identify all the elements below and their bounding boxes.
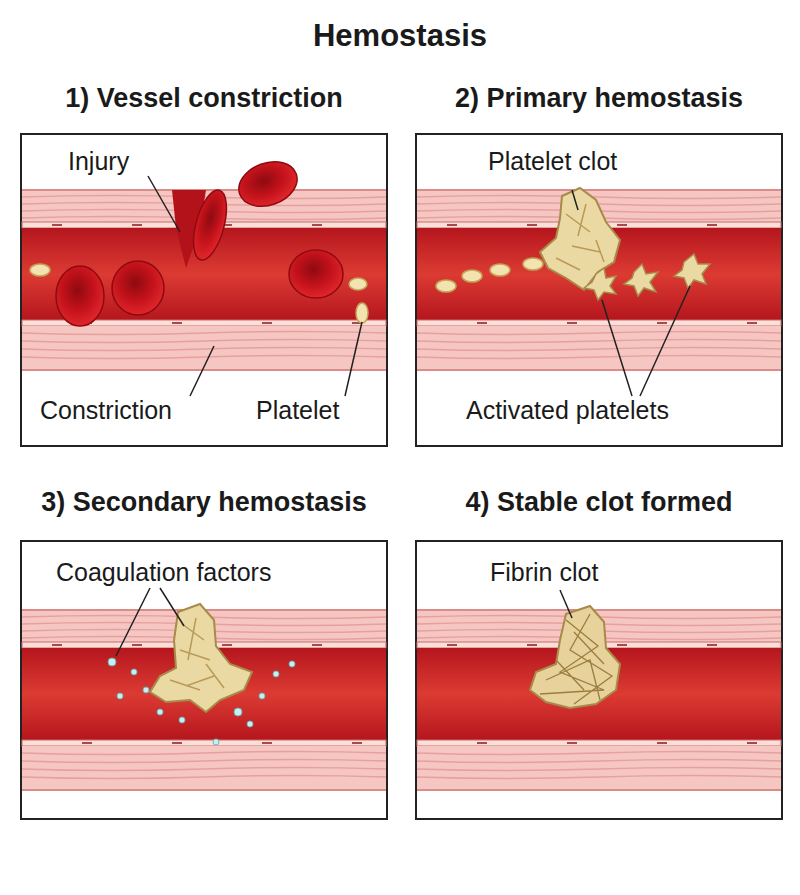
red-blood-cell	[187, 187, 233, 264]
blood-vessel	[22, 610, 386, 790]
platelet	[462, 270, 482, 282]
diagram-title: Hemostasis	[0, 16, 800, 56]
panel: 4) Stable clot formed	[415, 484, 783, 820]
activated-platelet	[674, 254, 710, 288]
panel-heading: 4) Stable clot formed	[395, 484, 800, 520]
platelet	[523, 258, 543, 270]
platelet	[30, 264, 50, 276]
platelet	[436, 280, 456, 292]
panel: 3) Secondary hemostasis	[20, 484, 388, 820]
panel-frame	[20, 540, 388, 820]
panel: 2) Primary hemostasis	[415, 80, 783, 447]
activated-platelet	[624, 264, 658, 296]
blood-vessel	[417, 190, 781, 370]
vessel-panel-4	[417, 590, 781, 790]
leader-line	[148, 176, 362, 396]
vessel-panel-2	[417, 188, 781, 396]
panel-frame	[20, 133, 388, 447]
activated-platelet	[584, 268, 616, 300]
blood-vessel	[417, 610, 781, 790]
injury-tear	[172, 190, 206, 268]
panel-heading: 3) Secondary hemostasis	[0, 484, 408, 520]
platelet	[356, 303, 368, 323]
leader-line	[572, 190, 690, 396]
vessel-panel-3	[22, 588, 386, 790]
leader-line	[560, 590, 572, 618]
panel: 1) Vessel constriction	[20, 80, 388, 447]
panel-heading: 1) Vessel constriction	[0, 80, 408, 116]
panel-heading: 2) Primary hemostasis	[395, 80, 800, 116]
red-blood-cell	[289, 250, 343, 298]
coagulation-factor-dots	[108, 658, 295, 745]
clot-texture	[170, 618, 224, 690]
clot-texture	[556, 204, 604, 270]
fibrin-clot	[530, 606, 620, 708]
platelet	[349, 278, 367, 290]
red-blood-cell	[112, 261, 164, 315]
panel-frame	[415, 540, 783, 820]
platelet	[490, 264, 510, 276]
blood-vessel	[22, 190, 386, 370]
panel-frame	[415, 133, 783, 447]
leader-line	[116, 588, 184, 656]
fibrin-mesh	[540, 614, 612, 704]
forming-clot	[150, 604, 252, 712]
red-blood-cell	[56, 266, 104, 326]
red-blood-cell	[233, 154, 304, 214]
vessel-panel-1	[22, 154, 386, 396]
platelet-clot	[540, 188, 620, 290]
